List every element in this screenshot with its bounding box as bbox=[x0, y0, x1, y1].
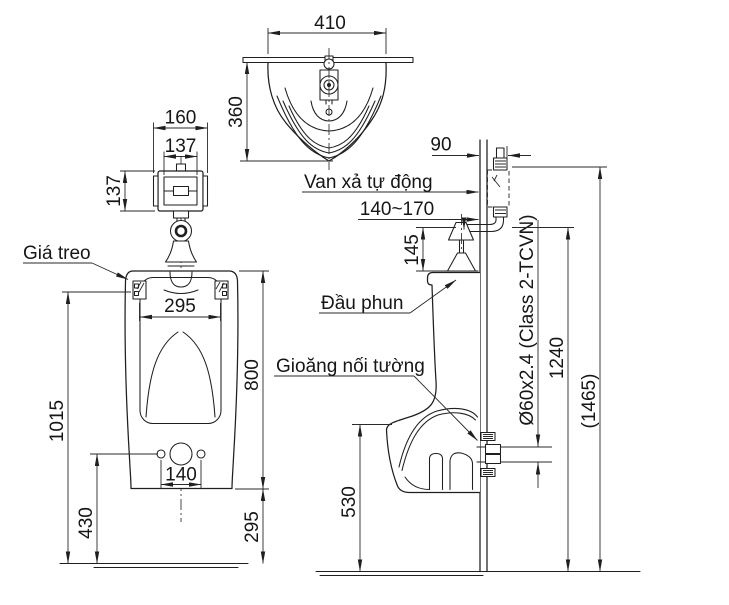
label-dau-phun: Đầu phun bbox=[321, 293, 403, 314]
label-gia-treo: Giá treo bbox=[23, 243, 91, 264]
dim-140-text: 140 bbox=[165, 465, 197, 486]
dim-body-height: 800 bbox=[235, 270, 269, 490]
wall-gasket-callout: Gioăng nối tường bbox=[274, 356, 478, 441]
wall-gasket-fitting bbox=[476, 431, 502, 478]
side-view: 90 Van xả tự động 140~170 145 Đầu phun G… bbox=[274, 135, 641, 577]
hanger-callout: Giá treo bbox=[23, 243, 129, 280]
urinal-body-front bbox=[124, 270, 239, 490]
dim-wall-offset: 90 bbox=[430, 135, 531, 164]
dim-inlet-range: 140~170 bbox=[358, 199, 479, 230]
dim-145-text: 145 bbox=[402, 234, 423, 266]
dim-top-width: 410 bbox=[267, 13, 387, 54]
dim-530-text: 530 bbox=[339, 486, 360, 518]
dim-valve-outer-width: 160 bbox=[153, 108, 208, 173]
hanger-bracket-right bbox=[214, 280, 229, 300]
label-van-xa-tu-dong: Van xả tự động bbox=[304, 172, 433, 193]
dim-90-text: 90 bbox=[430, 135, 451, 156]
dim-295-inner-text: 295 bbox=[164, 296, 196, 317]
dim-valve-inner-width: 137 bbox=[163, 136, 198, 175]
floor-line-front bbox=[59, 562, 249, 569]
dim-drain-hole-spacing: 140 bbox=[160, 460, 202, 489]
dim-drain-center-height: 530 bbox=[339, 424, 392, 572]
flush-valve-front bbox=[152, 163, 209, 267]
label-gioang-noi-tuong: Gioăng nối tường bbox=[276, 356, 425, 377]
spray-head-callout: Đầu phun bbox=[319, 279, 457, 314]
dim-drain-height: 430 bbox=[76, 453, 158, 564]
dim-410-text: 410 bbox=[314, 13, 346, 34]
flush-valve-callout: Van xả tự động bbox=[302, 172, 479, 195]
flush-valve-side-hidden bbox=[487, 147, 510, 218]
dim-140-170-text: 140~170 bbox=[360, 199, 435, 220]
dim-bottom-clearance: 295 bbox=[242, 488, 266, 564]
dim-360-text: 360 bbox=[226, 96, 247, 128]
dim-valve-height: 137 bbox=[104, 170, 155, 212]
dim-1240-text: 1240 bbox=[547, 337, 568, 379]
dim-137-height-text: 137 bbox=[104, 175, 125, 207]
spray-pipe bbox=[444, 214, 505, 276]
wall-line bbox=[479, 139, 488, 573]
dim-outlet-pipe-spec: Ø60x2.4 (Class 2-TCVN) bbox=[500, 214, 552, 488]
spray-head-nozzle bbox=[446, 252, 477, 272]
dim-160-text: 160 bbox=[165, 108, 197, 129]
dim-800-text: 800 bbox=[242, 359, 263, 391]
dim-front-inner-width: 295 bbox=[139, 296, 221, 321]
dim-1015-text: 1015 bbox=[47, 400, 68, 442]
front-view: 160 137 137 295 800 295 101 bbox=[23, 108, 269, 569]
dim-top-depth: 360 bbox=[226, 61, 333, 162]
dim-total-height: (1465) bbox=[512, 166, 607, 572]
urinal-body-side bbox=[385, 271, 481, 494]
dim-295-bottom-text: 295 bbox=[242, 511, 263, 543]
dim-137-width-text: 137 bbox=[165, 136, 197, 157]
dim-spray-drop: 145 bbox=[402, 227, 456, 272]
dim-430-text: 430 bbox=[76, 507, 97, 539]
floor-line-side bbox=[315, 570, 641, 577]
pipe-spec-text: Ø60x2.4 (Class 2-TCVN) bbox=[517, 214, 538, 425]
dim-1465-text: (1465) bbox=[579, 374, 600, 429]
dim-hanger-height: 1015 bbox=[47, 291, 131, 564]
top-view: 410 360 bbox=[226, 13, 414, 170]
dim-rim-height: 1240 bbox=[512, 227, 574, 572]
hanger-bracket-left bbox=[132, 280, 147, 300]
